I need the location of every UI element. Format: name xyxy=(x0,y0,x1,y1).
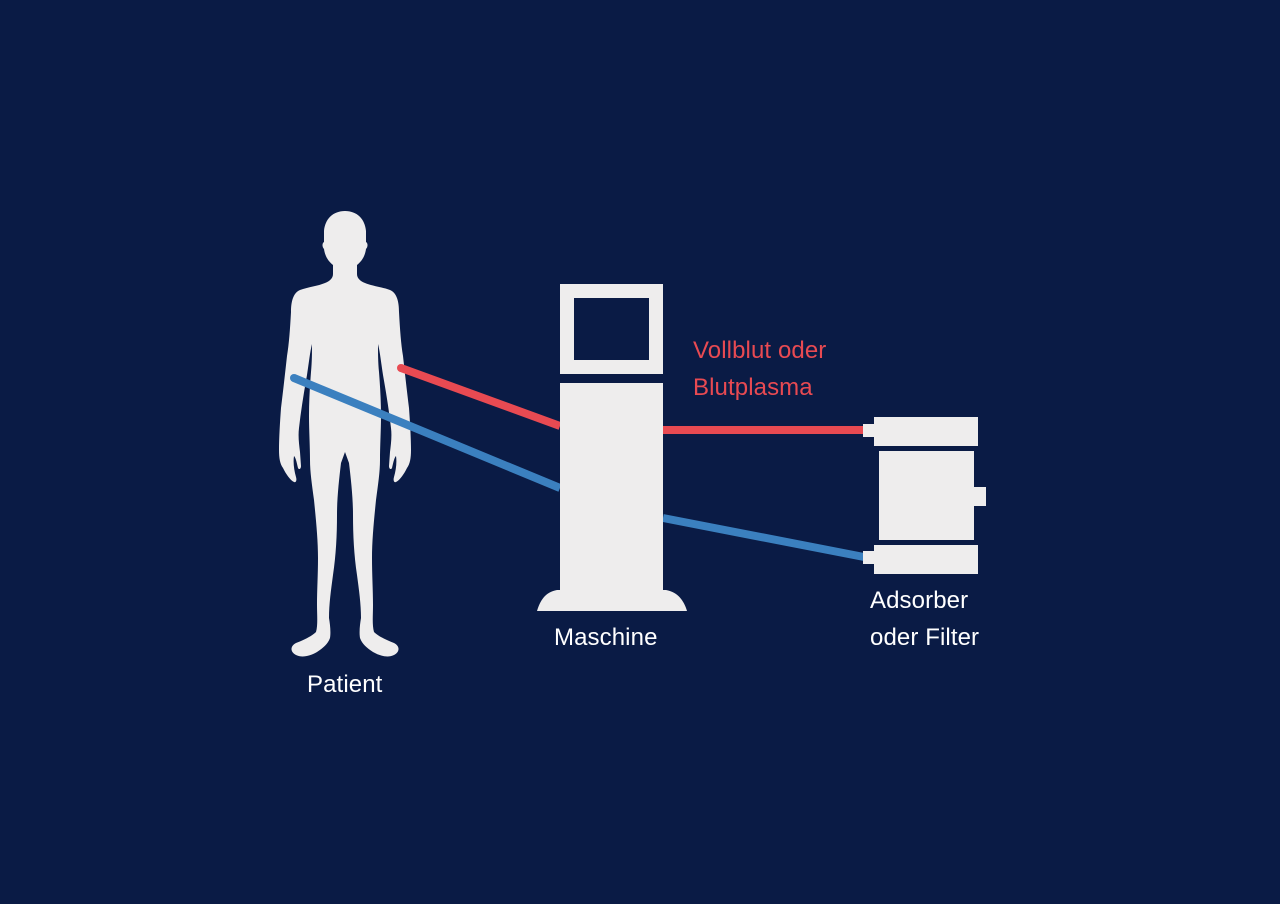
flow-label: Vollblut oder Blutplasma xyxy=(693,332,826,406)
filter-top-cap xyxy=(874,417,978,446)
flow-label-line-2: Blutplasma xyxy=(693,374,813,401)
filter-label-line-1: Adsorber xyxy=(870,587,969,614)
filter-side-port xyxy=(974,487,986,506)
filter-label: Adsorber oder Filter xyxy=(870,582,979,656)
filter-bottom-connector xyxy=(863,551,875,564)
filter-label-line-2: oder Filter xyxy=(870,624,980,651)
filter-cartridge-icon xyxy=(863,417,986,574)
red-line xyxy=(397,364,864,434)
flow-label-line-1: Vollblut oder xyxy=(693,337,827,364)
machine-monitor xyxy=(560,284,663,374)
blue-line xyxy=(290,374,865,561)
machine-label: Maschine xyxy=(554,624,658,651)
filter-top-connector xyxy=(863,424,875,437)
machine-icon xyxy=(537,284,687,611)
filter-bottom-cap xyxy=(874,545,978,574)
filter-body xyxy=(879,451,974,540)
human-figure-icon xyxy=(279,211,411,657)
machine-body xyxy=(560,383,663,591)
patient-label: Patient xyxy=(307,671,383,698)
machine-base xyxy=(537,590,687,611)
